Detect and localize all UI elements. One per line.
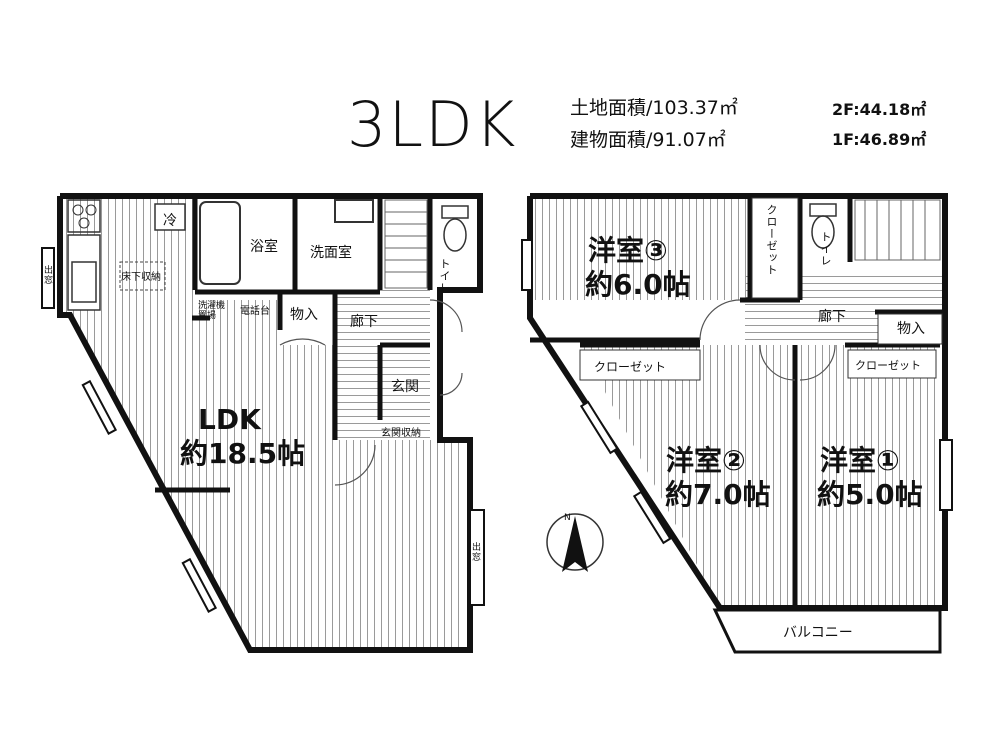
entrance-label: 玄関 bbox=[391, 379, 419, 395]
floor2-storage-box bbox=[877, 313, 943, 345]
kitchen-counter bbox=[67, 234, 101, 311]
floor1-hallway-label: 廊下 bbox=[350, 314, 378, 330]
room1-closet-label: クローゼット bbox=[855, 359, 921, 372]
phone-stand-label: 電話台 bbox=[240, 306, 270, 317]
room1-size: 約5.0帖 bbox=[817, 478, 923, 511]
floor2-closet-room1 bbox=[847, 349, 937, 379]
bathtub bbox=[199, 201, 241, 285]
floor2-plan bbox=[521, 193, 953, 654]
floor1-toilet-tank bbox=[441, 205, 469, 219]
ldk-name: LDK bbox=[198, 403, 261, 436]
room3-size: 約6.0帖 bbox=[585, 268, 691, 301]
room3-name: 洋室③ bbox=[588, 234, 668, 267]
fridge-label: 冷 bbox=[163, 213, 177, 229]
bay-window-right-label: 出窓 bbox=[470, 542, 480, 562]
bath-label: 浴室 bbox=[250, 239, 278, 255]
bay-window-left-label: 出窓 bbox=[42, 265, 52, 285]
floor1-outer-wall bbox=[57, 193, 483, 653]
room2-closet-label: クローゼット bbox=[594, 360, 667, 374]
floor1-storage-label: 物入 bbox=[290, 307, 318, 323]
floor2-area-label: 2F:44.18㎡ bbox=[832, 100, 927, 119]
layout-type-title: 3LDK bbox=[347, 88, 518, 161]
floor1-toilet-label: トイレ bbox=[438, 258, 451, 294]
underfloor-storage-box bbox=[119, 261, 166, 291]
floor2-room1-floor bbox=[800, 345, 938, 608]
entrance-storage-label: 玄関収納 bbox=[381, 428, 421, 439]
floor2-outer-wall bbox=[527, 193, 948, 611]
room3-closet-label: クローゼット bbox=[765, 204, 778, 276]
kitchen-sink bbox=[71, 261, 97, 303]
floor1-ldk-floor bbox=[60, 196, 460, 650]
floor2-hallway-label: 廊下 bbox=[818, 309, 846, 325]
floor2-closet-room2 bbox=[579, 349, 701, 381]
compass bbox=[546, 513, 604, 572]
stove bbox=[67, 199, 101, 233]
compass-north-label: N bbox=[564, 513, 571, 523]
room1-name: 洋室① bbox=[820, 444, 900, 477]
floor2-closet-room3 bbox=[751, 197, 799, 299]
fridge-box bbox=[154, 203, 186, 231]
floor2-stairs bbox=[854, 199, 941, 261]
floor1-stairs bbox=[384, 199, 428, 289]
washroom-label: 洗面室 bbox=[310, 245, 352, 261]
floor2-toilet-label: トイレ bbox=[819, 231, 832, 267]
balcony-label: バルコニー bbox=[783, 625, 853, 641]
balcony-outline bbox=[712, 608, 942, 654]
floor1-toilet-bowl bbox=[443, 218, 467, 252]
floor2-room2-floor bbox=[580, 345, 795, 608]
underfloor-storage-label: 床下収納 bbox=[121, 272, 161, 283]
land-area-label: 土地面積/103.37㎡ bbox=[570, 97, 738, 119]
laundry-label: 洗濯機置場 bbox=[198, 301, 226, 321]
floor2-rooms-floor bbox=[530, 196, 750, 300]
floor1-plan bbox=[41, 193, 485, 653]
floor1-area-label: 1F:46.89㎡ bbox=[832, 130, 927, 149]
room2-name: 洋室② bbox=[666, 444, 746, 477]
wash-basin bbox=[334, 199, 374, 223]
floor2-storage-label: 物入 bbox=[897, 321, 925, 337]
ldk-size: 約18.5帖 bbox=[180, 437, 306, 470]
building-area-label: 建物面積/91.07㎡ bbox=[570, 129, 726, 151]
room2-size: 約7.0帖 bbox=[665, 478, 771, 511]
